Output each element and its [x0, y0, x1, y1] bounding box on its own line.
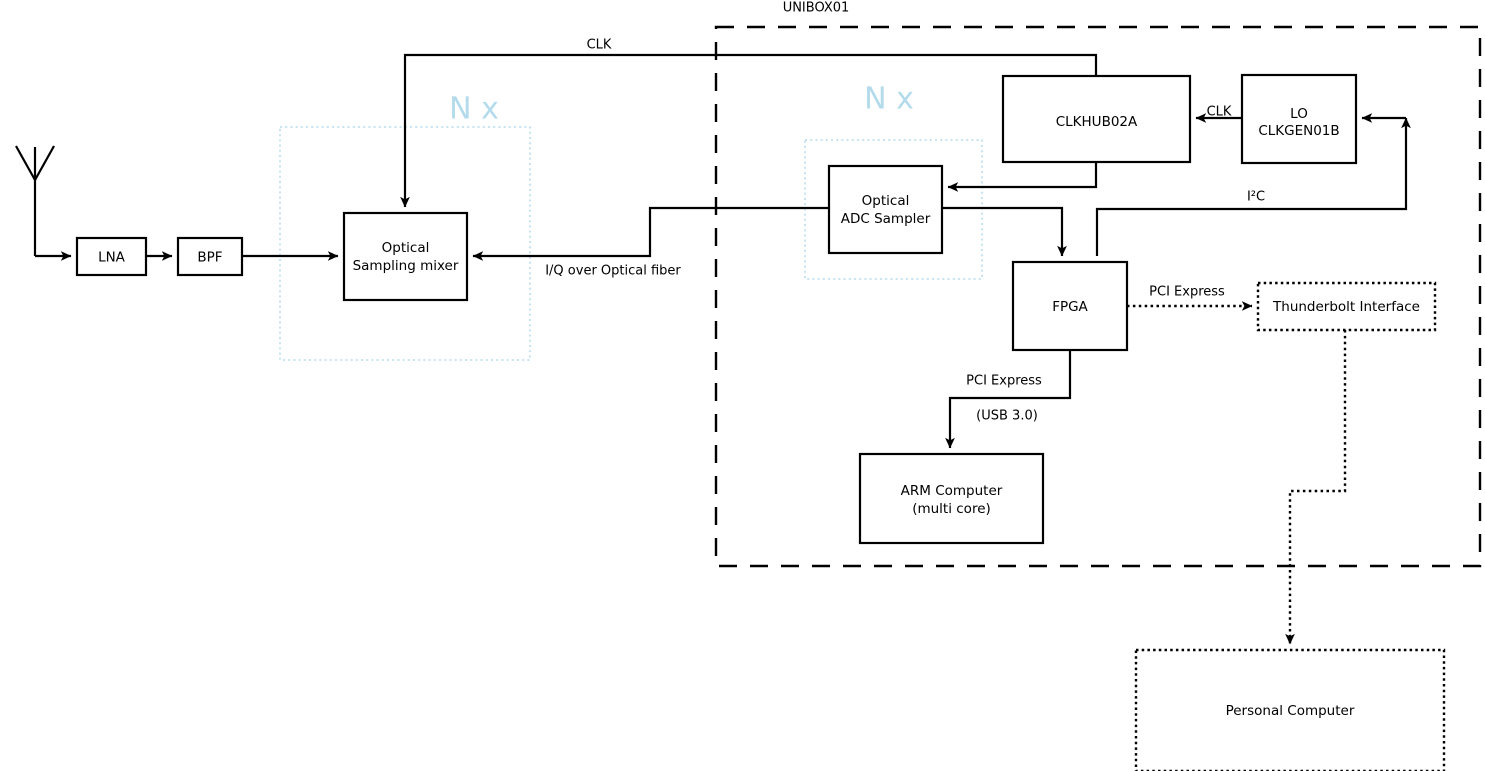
unibox01-boundary — [714, 25, 1482, 568]
left-nx-label: N x — [449, 92, 499, 127]
label-usb3: (USB 3.0) — [976, 409, 1038, 424]
block-clkhub02a-label: CLKHUB02A — [1056, 114, 1138, 130]
block-lna — [75, 236, 148, 277]
block-arm-computer — [858, 452, 1045, 545]
block-personal-computer-label: Personal Computer — [1226, 703, 1355, 719]
block-fpga-label: FPGA — [1052, 299, 1088, 315]
label-clk-lo: CLK — [1207, 105, 1232, 120]
block-optical-sampling-mixer — [342, 211, 469, 302]
label-iq-fiber: I/Q over Optical fiber — [545, 264, 681, 279]
wire-clkhub-to-adc-sampler — [947, 162, 1098, 192]
block-optical-adc-sampler — [827, 164, 944, 255]
block-lo-clkgen01b-line2: CLKGEN01B — [1258, 123, 1339, 139]
block-clkhub02a — [1001, 74, 1192, 164]
wire-i2c — [1095, 117, 1411, 256]
block-lo-clkgen01b-line1: LO — [1290, 106, 1308, 122]
block-thunderbolt-interface — [1256, 281, 1437, 332]
block-personal-computer — [1134, 648, 1446, 771]
wire-iq-optical-fiber — [472, 206, 829, 261]
unibox01-label: UNIBOX01 — [783, 1, 850, 16]
block-optical-sampling-mixer-line1: Optical — [382, 240, 430, 256]
block-optical-adc-sampler-line2: ADC Sampler — [841, 211, 931, 227]
wire-fpga-to-arm — [945, 350, 1072, 449]
right-nx-label: N x — [864, 82, 914, 117]
label-clk-top: CLK — [587, 38, 612, 53]
label-pcie-arm: PCI Express — [966, 374, 1042, 389]
block-optical-adc-sampler-line1: Optical — [862, 193, 910, 209]
wire-clk-to-mixer — [400, 53, 1098, 208]
label-pcie-thunderbolt: PCI Express — [1149, 285, 1225, 300]
wire-adc-sampler-to-fpga — [942, 206, 1067, 257]
wire-thunderbolt-to-pc — [1285, 330, 1347, 645]
antenna-icon — [15, 145, 55, 256]
block-bpf-label: BPF — [197, 250, 222, 266]
label-i2c: I²C — [1247, 190, 1265, 205]
block-arm-computer-line1: ARM Computer — [901, 483, 1003, 499]
block-arm-computer-line2: (multi core) — [912, 501, 991, 517]
block-optical-sampling-mixer-line2: Sampling mixer — [353, 258, 459, 274]
right-nx-group-region — [804, 139, 983, 280]
block-thunderbolt-interface-label: Thunderbolt Interface — [1272, 299, 1420, 315]
block-lna-label: LNA — [98, 250, 126, 266]
